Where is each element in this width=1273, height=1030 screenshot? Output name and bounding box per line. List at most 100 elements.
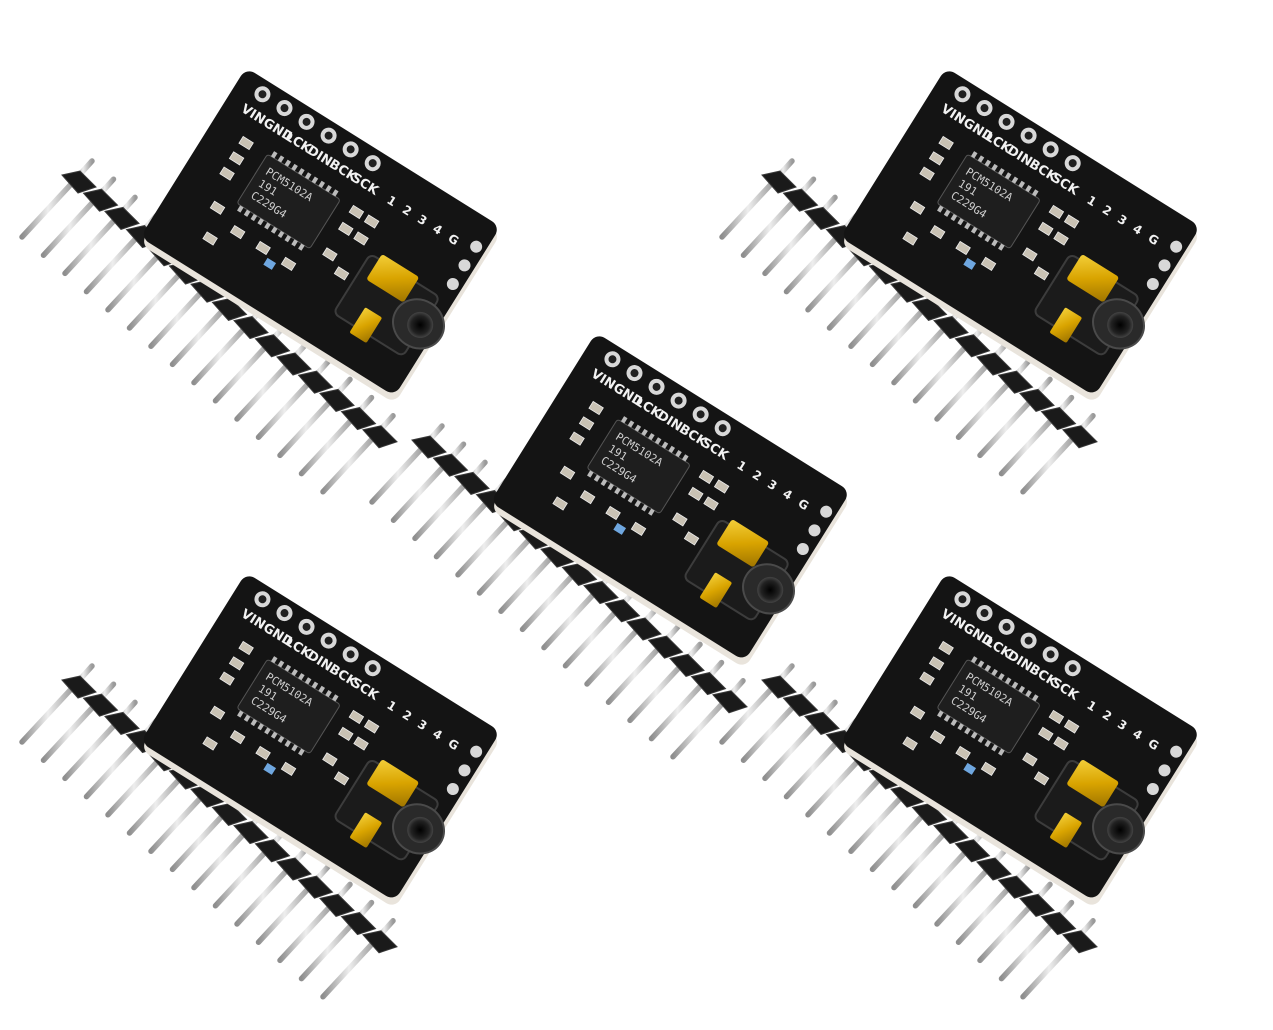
header-plastic-segment	[319, 388, 355, 412]
smd-capacitor	[703, 496, 719, 511]
chip-lead	[318, 180, 326, 188]
header-plastic-segment	[782, 693, 819, 717]
header-plastic-segment	[604, 599, 641, 623]
chip-lead	[298, 243, 305, 251]
smd-capacitor	[605, 505, 621, 521]
pin-hole	[1068, 664, 1077, 673]
header-pin	[234, 865, 292, 927]
smd-capacitor	[902, 231, 918, 246]
smd-capacitor	[322, 247, 338, 262]
smd-capacitor	[588, 400, 604, 416]
smd-capacitor	[1053, 231, 1069, 246]
edge-pad	[458, 764, 471, 777]
pin-hole	[718, 424, 727, 433]
chip-lead	[291, 668, 298, 677]
header-pin	[998, 414, 1057, 477]
smd-led	[963, 257, 977, 270]
smd-led	[613, 522, 627, 535]
dac-chip	[237, 154, 340, 249]
header-pin	[19, 683, 77, 745]
chip-lead	[237, 205, 244, 213]
header-plastic-segment	[297, 875, 334, 899]
chip-lead	[943, 714, 951, 722]
dac-chip	[587, 419, 690, 514]
header-pin	[277, 901, 335, 964]
chip-lead	[298, 168, 305, 176]
smd-capacitor	[1048, 204, 1065, 220]
header-pin	[390, 461, 449, 523]
header-plastic-segment	[297, 370, 334, 394]
edge-pad	[820, 505, 833, 518]
chip-lead	[331, 189, 339, 197]
pin-hole	[980, 104, 989, 113]
smd-capacitor	[228, 656, 245, 671]
header-plastic-segment	[690, 672, 727, 696]
smd-capacitor	[688, 486, 704, 502]
edge-pad	[470, 745, 483, 758]
audio-jack	[1034, 759, 1145, 861]
header-pin	[298, 919, 357, 982]
header-plastic-segment	[997, 875, 1034, 899]
chip-lead	[318, 685, 326, 693]
smd-capacitor	[209, 705, 226, 720]
smd-capacitor	[238, 640, 254, 656]
header-plastic-segment	[233, 821, 269, 845]
chip-lead	[964, 222, 971, 230]
chip-lead	[270, 151, 278, 159]
header-plastic-segment	[804, 206, 840, 230]
header-plastic-segment	[411, 435, 447, 459]
smd-capacitor	[919, 671, 935, 686]
header-pin	[998, 919, 1057, 982]
audio-jack	[334, 759, 445, 861]
chip-lead	[998, 168, 1005, 176]
smd-capacitor	[929, 224, 946, 240]
smd-capacitor	[1033, 771, 1050, 786]
smd-capacitor	[1038, 221, 1054, 237]
header-plastic-segment	[340, 407, 377, 431]
chip-lead	[943, 209, 951, 217]
chip-lead	[950, 718, 958, 727]
header-pin	[40, 196, 99, 258]
header-pin	[719, 178, 777, 240]
chip-lead	[250, 718, 258, 727]
chip-lead	[284, 740, 292, 748]
pin-hole	[1046, 650, 1055, 659]
header-plastic-segment	[954, 334, 991, 358]
smd-capacitor	[338, 221, 354, 237]
chip-lead	[964, 727, 971, 735]
header-plastic-segment	[319, 893, 355, 917]
pin-hole	[696, 410, 705, 419]
chip-lead	[937, 710, 944, 718]
chip-lead	[1025, 690, 1032, 698]
pin-hole	[1024, 131, 1033, 140]
smd-capacitor	[322, 752, 338, 767]
chip-lead	[1018, 685, 1026, 693]
chip-lead	[620, 491, 628, 499]
edge-pad	[446, 783, 459, 796]
header-plastic-segment	[362, 425, 398, 449]
edge-pad	[1146, 783, 1159, 796]
smd-led	[263, 257, 277, 270]
jack-gold-tab	[367, 255, 419, 302]
header-pin	[955, 883, 1014, 945]
pin-hole	[324, 131, 333, 140]
smd-capacitor	[363, 214, 380, 229]
chip-lead	[325, 690, 332, 698]
smd-capacitor	[1022, 247, 1038, 262]
header-plastic-segment	[911, 297, 948, 321]
pin-hole	[302, 622, 311, 631]
chip-lead	[284, 664, 292, 672]
jack-gold-leg	[350, 307, 382, 343]
chip-lead	[304, 172, 312, 180]
chip-lead	[1004, 172, 1012, 180]
jack-gold-leg	[1050, 307, 1082, 343]
header-pin	[869, 810, 928, 873]
pin-hole	[302, 117, 311, 126]
header-pin	[105, 756, 163, 818]
header-pin	[805, 756, 863, 818]
header-pin	[1020, 938, 1078, 1000]
smd-capacitor	[928, 151, 945, 166]
header-pin	[977, 396, 1035, 459]
header-pin	[912, 847, 971, 909]
